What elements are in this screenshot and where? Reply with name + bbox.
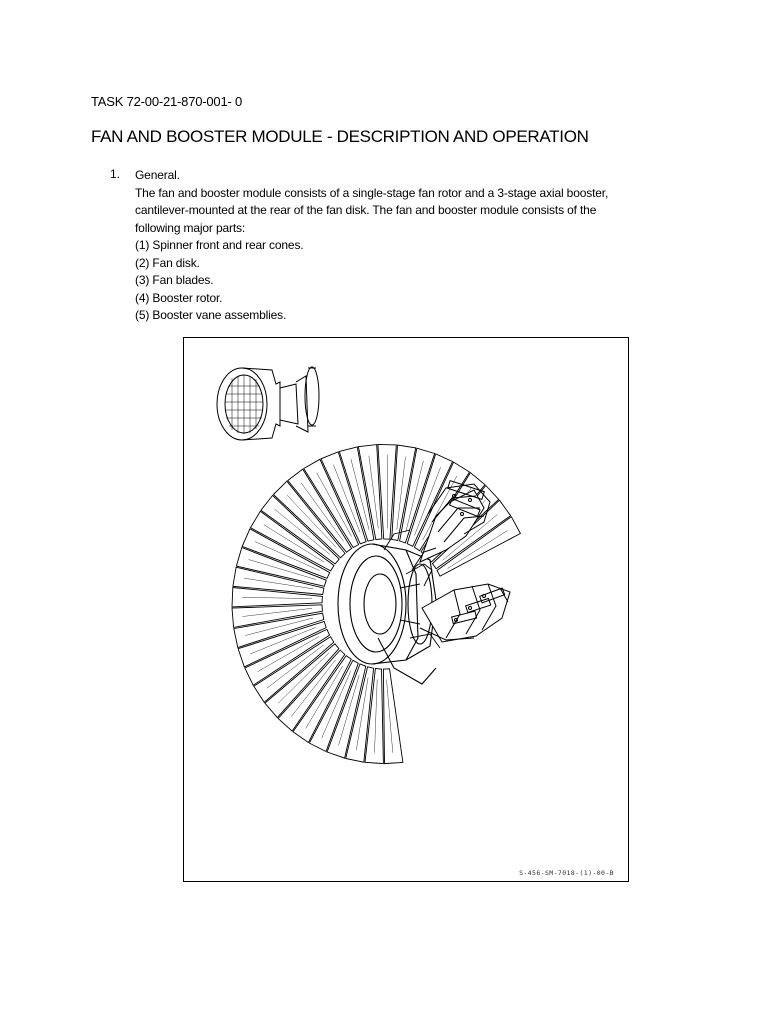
fan-blade — [241, 528, 331, 579]
fan-blade — [320, 451, 367, 545]
part-item: (5) Booster vane assemblies. — [135, 308, 287, 322]
fan-blade — [231, 587, 323, 608]
fan-blade — [272, 480, 346, 559]
part-item: (3) Fan blades. — [135, 273, 214, 287]
fan-blade-edge — [244, 578, 314, 590]
fan-blade-edge — [242, 608, 313, 617]
fan-blade-edge — [321, 670, 351, 739]
fan-blade — [391, 444, 417, 542]
fan-blade — [436, 516, 522, 577]
fan-blade-edge — [274, 508, 330, 555]
fan-blade — [326, 663, 367, 759]
fan-blade-edge — [257, 636, 320, 672]
fan-blade-edge — [333, 464, 361, 533]
fan-blade-edge — [263, 524, 325, 563]
fan-blade-edge — [301, 482, 344, 542]
locator-thumbnail — [216, 366, 320, 441]
figure-code: S-456-SM-7018-(1)-00-B — [519, 869, 614, 877]
booster-rotor — [383, 529, 441, 649]
fan-blade-edge — [316, 472, 352, 537]
fan-blade — [377, 444, 397, 540]
page-title: FAN AND BOOSTER MODULE - DESCRIPTION AND… — [91, 127, 589, 146]
part-item: (4) Booster rotor. — [135, 290, 223, 305]
fan-blade-edge — [250, 627, 316, 655]
fan-blades — [231, 444, 522, 765]
fan-blade-edge — [386, 679, 393, 753]
fan-blade-edge — [368, 455, 379, 529]
fan-blade-edge — [442, 514, 498, 561]
fan-blade-edge — [242, 597, 313, 599]
fan-blade-edge — [248, 559, 316, 580]
fan-blade — [431, 499, 512, 570]
intro-line: following major parts: — [135, 220, 246, 235]
fan-blade — [406, 453, 454, 547]
fan-blade — [399, 447, 436, 544]
fan-blade — [303, 458, 360, 549]
part-item: (2) Fan disk. — [135, 255, 200, 270]
part-item: (1) Spinner front and rear cones. — [135, 238, 304, 252]
fan-blade — [237, 620, 327, 668]
fan-blade — [233, 612, 325, 649]
fan-blade-edge — [414, 467, 441, 536]
fan-blade-edge — [277, 652, 330, 704]
booster-vane-lower — [419, 583, 511, 643]
fan-blade-edge — [286, 494, 337, 548]
booster-vane-upper — [411, 480, 491, 571]
fan-blade-edge — [338, 674, 360, 746]
engine-figure: S-456-SM-7018-(1)-00-B — [183, 337, 629, 882]
fan-blade — [345, 666, 375, 763]
fan-blade-edge — [374, 679, 378, 753]
fan-blade-edge — [396, 456, 406, 530]
fan-blade — [308, 659, 359, 753]
fan-blade-edge — [447, 530, 508, 569]
fan-blade — [244, 628, 331, 686]
fan-blade — [231, 604, 323, 628]
fan-blade — [264, 643, 340, 719]
fan-blade — [338, 446, 375, 542]
fan-blade — [357, 444, 383, 540]
fan-blade-edge — [291, 659, 336, 717]
intro-line: The fan and booster module consists of a… — [135, 185, 609, 200]
fan-blade — [364, 668, 384, 765]
fan-blade-edge — [356, 677, 369, 751]
fan-blade — [249, 510, 335, 572]
intro-line: cantilever-mounted at the rear of the fa… — [135, 203, 597, 217]
fan-blade-edge — [305, 665, 343, 729]
fan-blade — [287, 468, 353, 553]
fan-booster-illustration — [216, 366, 522, 765]
task-id: TASK 72-00-21-870-001- 0 — [91, 94, 243, 109]
fan-blade — [253, 636, 335, 703]
fan-disk — [337, 543, 437, 685]
fan-blade — [260, 494, 340, 565]
fan-blade — [413, 461, 471, 552]
fan-blade — [235, 546, 327, 587]
fan-blade — [232, 566, 325, 595]
fan-blade-edge — [266, 644, 324, 689]
section-body: General. The fan and booster module cons… — [135, 167, 655, 325]
section-number: 1. — [110, 167, 121, 181]
fan-blade-edge — [245, 617, 314, 636]
fan-blade — [382, 668, 404, 765]
fan-blade-edge — [422, 475, 458, 541]
section-heading: General. — [135, 168, 180, 182]
fan-blade — [292, 654, 352, 744]
fan-blade-edge — [405, 460, 424, 533]
fan-blade-edge — [350, 458, 370, 531]
fan-blade-edge — [254, 541, 320, 571]
